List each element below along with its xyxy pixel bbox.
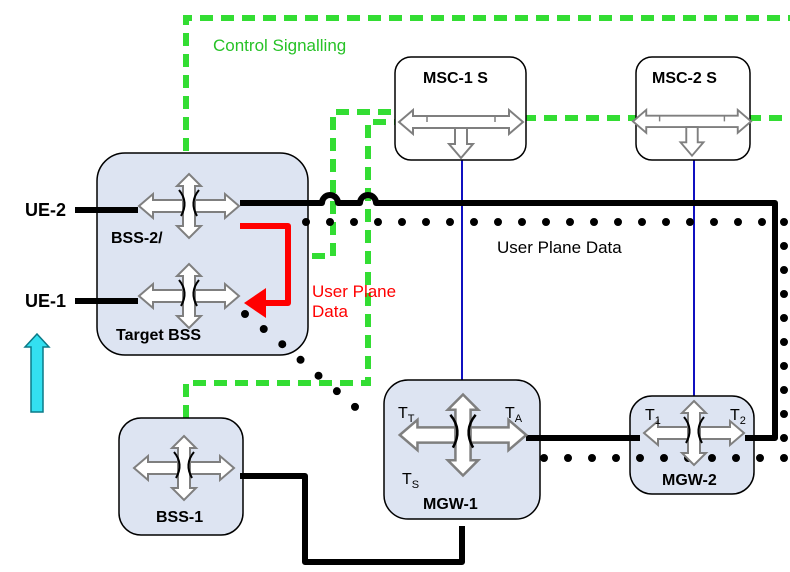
mgw2-terminal-t2: T2: [730, 407, 746, 427]
target-bss-label: Target BSS: [116, 327, 201, 344]
mgw1-terminal-tt: TT: [398, 405, 415, 425]
mgw1-terminal-ts: TS: [402, 471, 419, 491]
control-line-bss1: [183, 119, 395, 418]
msc2-label: MSC-2 S: [652, 70, 717, 87]
user-plane-dotted-lines: [241, 218, 788, 462]
ue1-label: UE-1: [25, 291, 66, 311]
red-user-plane-label-line2: Data: [312, 302, 348, 321]
msc2-node[interactable]: [635, 56, 751, 161]
mgw1-terminal-ta: TA: [505, 405, 523, 425]
user-plane-data-label: User Plane Data: [497, 238, 622, 257]
bss2-target-node[interactable]: [96, 152, 309, 356]
ue2-label: UE-2: [25, 200, 66, 220]
msc1-label: MSC-1 S: [423, 70, 488, 87]
user-plane-solid-lines: [75, 192, 778, 565]
mgw1-label: MGW-1: [423, 496, 478, 513]
bss2-label: BSS-2/: [111, 230, 163, 247]
dotted-diagonal-line: [241, 310, 376, 426]
bss1-mgw1-line: [240, 473, 465, 565]
bss2-core-line: [240, 192, 778, 441]
mgw2-terminal-t1: T1: [645, 407, 661, 427]
bss1-label: BSS-1: [156, 509, 203, 526]
red-user-plane-label-line1: User Plane: [312, 282, 396, 301]
red-arrow-head-icon: [244, 288, 266, 318]
control-line-top: [183, 15, 790, 172]
red-user-plane-path: [240, 223, 291, 306]
control-signalling-label: Control Signalling: [213, 36, 346, 55]
mobility-up-arrow-icon: [23, 332, 51, 413]
mgw2-label: MGW-2: [662, 472, 717, 489]
msc1-node[interactable]: [394, 56, 527, 161]
